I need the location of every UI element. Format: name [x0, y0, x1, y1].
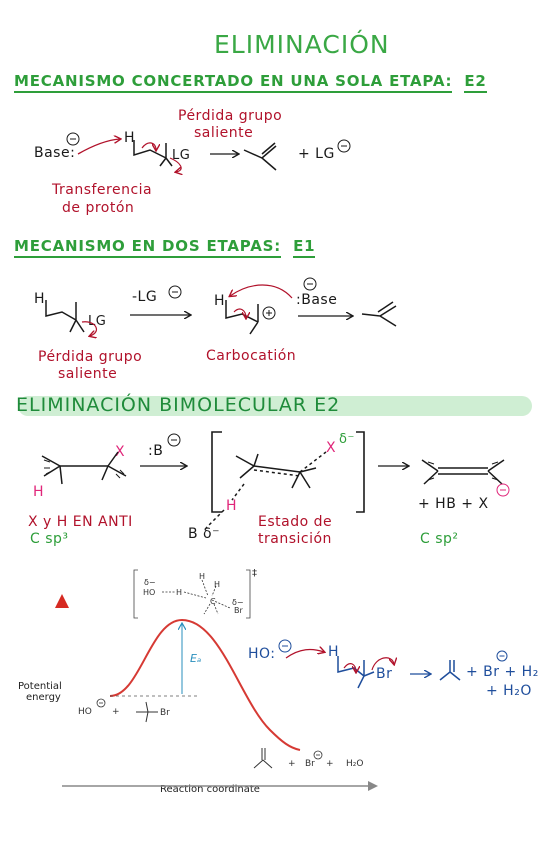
reactant-plus: + — [112, 707, 120, 717]
e2-heading: MECANISMO CONCERTADO EN UNA SOLA ETAPA: … — [14, 72, 487, 93]
e2-leaving-label-1: Pérdida grupo — [178, 108, 283, 124]
product-plus-1: + — [288, 759, 296, 769]
bimol-reagent: :B — [148, 443, 164, 459]
ts-label-1: Estado de — [258, 514, 333, 530]
hydroxide-charge — [278, 639, 292, 653]
ts-label-2: transición — [258, 531, 332, 547]
anti-label-2: C sp³ — [30, 531, 69, 547]
product-br: Br — [305, 759, 315, 769]
page-title: ELIMINACIÓN — [214, 30, 390, 59]
product-br-charge — [313, 750, 323, 760]
anti-label-1: X y H EN ANTI — [28, 514, 133, 530]
hydroxide-h: H — [328, 644, 340, 660]
e2-h-atom: H — [124, 130, 136, 146]
ts-h-top-right: H — [214, 580, 221, 589]
ts-b: B δ⁻ — [188, 526, 221, 542]
e1-h-atom: H — [34, 291, 46, 307]
product-h2o: H₂O — [346, 759, 364, 769]
e1-base: :Base — [296, 292, 338, 308]
e1-heading-tag: E1 — [293, 237, 316, 258]
e2-base-arrow — [77, 139, 120, 155]
e1-leaving-label-1: Pérdida grupo — [38, 349, 143, 365]
hydroxide-products-2: + H₂O — [486, 683, 532, 699]
e1-lg-arrow — [81, 321, 98, 336]
hydroxide-arrow — [285, 650, 324, 659]
e1-bond-arrow — [233, 308, 246, 318]
e2-leaving-label-2: saliente — [194, 125, 254, 141]
energy-curve — [109, 618, 301, 751]
ts-delta-bottom: δ− — [232, 598, 244, 607]
energy-diagram — [55, 569, 378, 791]
ts-h-top-left: H — [199, 572, 206, 581]
e2-substrate — [133, 140, 173, 167]
ts-dagger: ‡ — [252, 568, 257, 579]
hydroxide: HO: — [248, 646, 276, 662]
ts-structure — [205, 451, 327, 529]
e1-arrow-label-charge — [168, 285, 182, 299]
e1-h-atom-2: H — [214, 293, 226, 309]
e2-alkene — [243, 142, 277, 171]
hydroxide-products-1: + Br + H₂ — [466, 664, 539, 680]
e1-alkene — [361, 301, 397, 327]
e2-heading-tag: E2 — [464, 72, 487, 93]
ts-delta-top: δ− — [144, 578, 156, 587]
ts-h: H — [226, 498, 238, 514]
bimol-reactant — [41, 451, 127, 485]
sp2-label: C sp² — [420, 531, 459, 547]
product-plus-2: + — [326, 759, 334, 769]
e1-leaving-label-2: saliente — [58, 366, 118, 382]
e2-transfer-label-1: Transferencia — [52, 182, 153, 198]
e1-lg: LG — [88, 314, 107, 329]
e2-lg-product: + LG — [298, 146, 335, 162]
e1-substrate — [45, 300, 85, 333]
hydroxide-br-arrow — [371, 657, 394, 671]
bimol-h: H — [33, 484, 45, 500]
hydroxide-bond-arrow — [343, 663, 356, 672]
bimol-x: X — [115, 444, 126, 460]
e1-deprotonation-arrow — [230, 284, 293, 299]
e1-heading: MECANISMO EN DOS ETAPAS: E1 — [14, 237, 316, 258]
e2-transfer-label-2: de protón — [62, 200, 135, 216]
ea-label: Eₐ — [190, 652, 202, 665]
reactant-ho: HO — [78, 707, 92, 717]
hydroxide-br-charge — [496, 650, 508, 662]
hydroxide-alkene — [439, 660, 461, 681]
y-axis-label-2: energy — [26, 692, 61, 703]
ts-c: C — [210, 597, 216, 606]
e1-plus-charge — [262, 306, 276, 320]
e2-base: Base: — [34, 145, 76, 161]
e1-base-charge — [303, 277, 317, 291]
hydroxide-br: Br — [376, 666, 393, 682]
bimol-products: + HB + X — [418, 496, 489, 512]
e2-bond-arrow — [141, 142, 156, 150]
e2-heading-text: MECANISMO CONCERTADO EN UNA SOLA ETAPA: — [14, 72, 453, 93]
bimol-x-charge — [496, 483, 510, 497]
e1-arrow-label: -LG — [132, 289, 158, 305]
e2-base-charge — [66, 132, 80, 146]
bimol-reagent-charge — [167, 433, 181, 447]
y-axis-label-1: Potential — [18, 681, 62, 692]
ts-h-middle: H — [176, 588, 183, 597]
ts-bracket-left — [211, 431, 222, 513]
bimolecular-heading: ELIMINACIÓN BIMOLECULAR E2 — [16, 394, 341, 416]
bimol-alkene — [421, 459, 505, 485]
e2-lg-arrow — [169, 157, 181, 172]
e2-lg: LG — [172, 148, 191, 163]
e2-lg-charge — [337, 139, 351, 153]
e2-banner — [18, 396, 532, 416]
e1-carbocation-label: Carbocatión — [206, 348, 297, 364]
e1-carbocation — [225, 300, 259, 335]
e1-heading-text: MECANISMO EN DOS ETAPAS: — [14, 237, 282, 258]
reactant-br: Br — [160, 708, 170, 718]
ts-br: Br — [234, 606, 243, 615]
x-axis-label: Reaction coordinate — [160, 784, 260, 795]
ts-x: X — [326, 440, 337, 456]
ts-x-delta: δ⁻ — [339, 432, 355, 447]
reactant-ho-charge — [96, 698, 106, 708]
hydroxide-substrate — [337, 656, 375, 689]
ts-bracket-right — [356, 431, 365, 513]
ts-ho: HO — [143, 588, 156, 597]
